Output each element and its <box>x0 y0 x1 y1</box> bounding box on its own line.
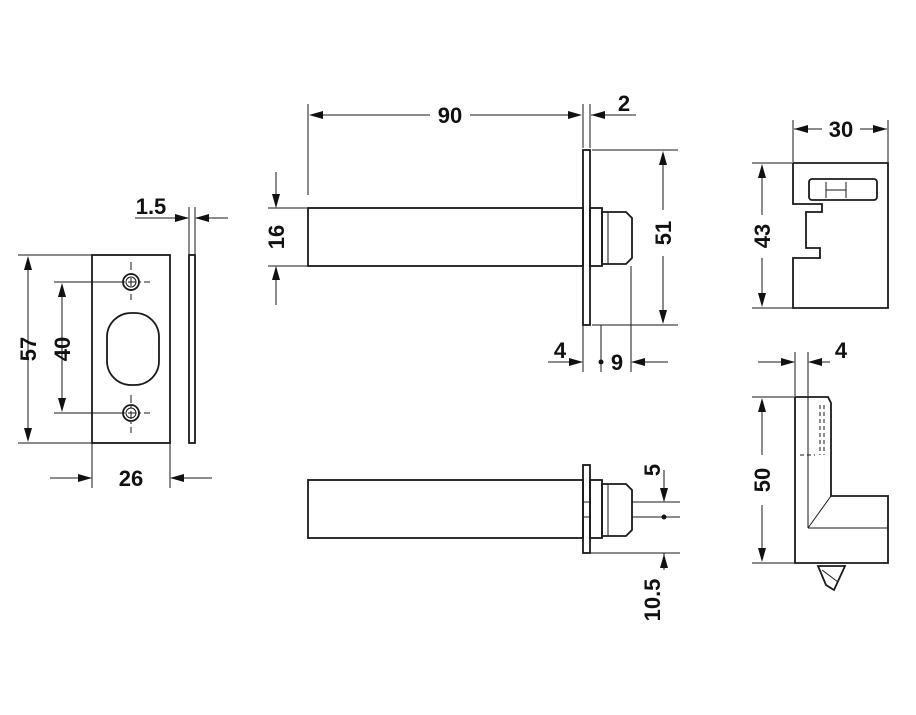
dim-1-5 <box>135 207 228 255</box>
label-26: 26 <box>119 466 143 491</box>
label-30: 30 <box>829 117 853 142</box>
dim-4-9 <box>548 266 668 372</box>
dim-30 <box>792 120 889 162</box>
label-10-5: 10.5 <box>640 579 665 622</box>
label-90: 90 <box>438 103 462 128</box>
bolt-bottom-view <box>307 464 633 554</box>
keeper-side-view <box>794 396 889 592</box>
label-40: 40 <box>50 337 75 361</box>
label-51: 51 <box>651 221 676 245</box>
dim-51 <box>592 149 678 326</box>
keeper-front-view <box>792 162 889 309</box>
label-1-5: 1.5 <box>136 194 167 219</box>
dim-57 <box>18 254 92 444</box>
label-4-right: 4 <box>835 338 848 363</box>
dim-26 <box>50 443 212 488</box>
dim-2 <box>589 104 636 148</box>
strike-plate-side <box>188 254 196 444</box>
label-16: 16 <box>264 225 289 249</box>
dim-5-10-5 <box>590 470 680 570</box>
label-43: 43 <box>750 224 775 248</box>
strike-plate-front <box>91 254 171 444</box>
dim-43 <box>752 162 793 309</box>
label-5: 5 <box>640 464 665 476</box>
label-9: 9 <box>611 350 623 375</box>
dim-4-keeper <box>758 352 830 396</box>
dim-90 <box>307 104 584 195</box>
label-57: 57 <box>16 337 41 361</box>
label-2: 2 <box>618 91 630 116</box>
bolt-top-view <box>307 149 633 326</box>
label-50: 50 <box>750 468 775 492</box>
label-4-left: 4 <box>554 338 567 363</box>
dim-40 <box>54 281 124 414</box>
dim-16 <box>268 172 308 305</box>
dim-50 <box>752 396 795 564</box>
